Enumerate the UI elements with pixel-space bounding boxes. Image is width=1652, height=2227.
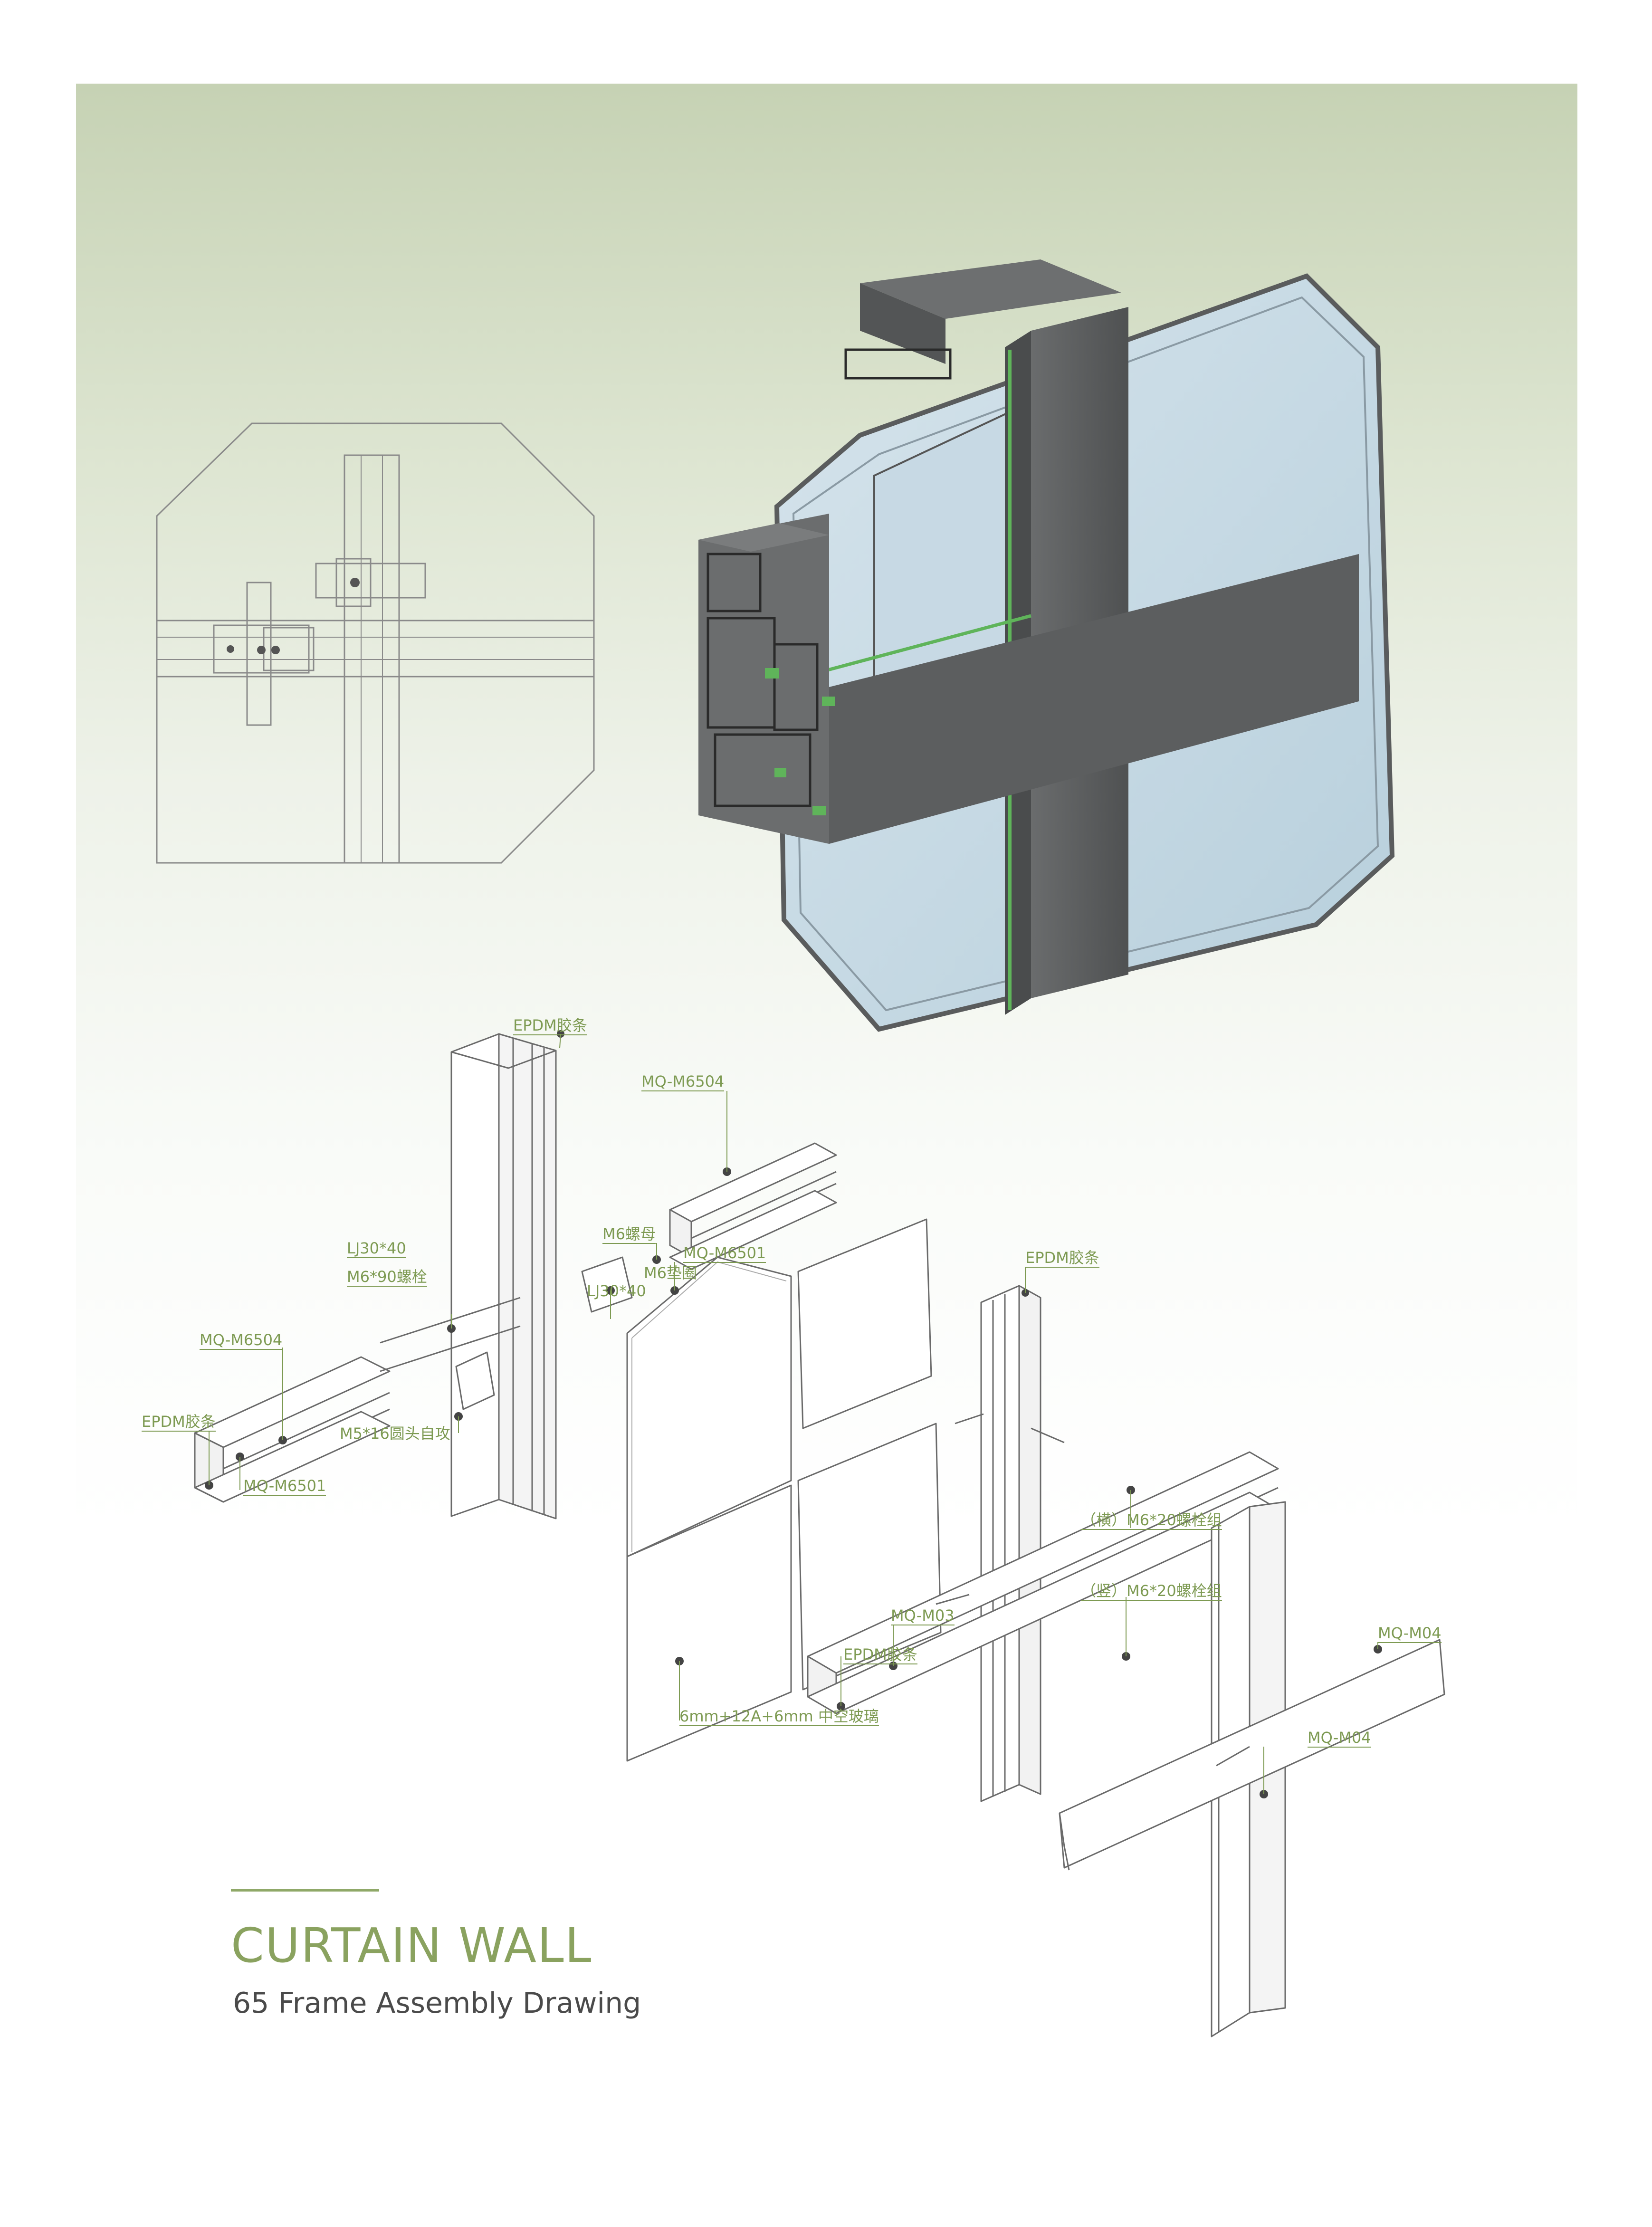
label-epdm-top: EPDM胶条 xyxy=(513,1016,587,1035)
label-bolt-vertical: （竖）M6*20螺栓组 xyxy=(1081,1582,1222,1601)
label-lj30-left: LJ30*40 xyxy=(347,1239,406,1258)
label-m6-washer: M6垫圈 xyxy=(644,1264,697,1282)
label-mq-m6504-left: MQ-M6504 xyxy=(200,1331,283,1350)
label-mq-m6501-left: MQ-M6501 xyxy=(243,1477,326,1496)
page-subtitle: 65 Frame Assembly Drawing xyxy=(233,1987,641,2020)
page-title: CURTAIN WALL xyxy=(231,1918,592,1973)
label-epdm-bottom: EPDM胶条 xyxy=(843,1645,917,1664)
label-lj30-right: LJ30*40 xyxy=(587,1282,646,1300)
label-bolt-horizontal: （横）M6*20螺栓组 xyxy=(1081,1511,1222,1530)
plan-drawing xyxy=(156,422,595,864)
page-background: EPDM胶条 MQ-M6504 M6螺母 MQ-M6501 M6垫圈 LJ30*… xyxy=(76,84,1577,2150)
label-epdm-left: EPDM胶条 xyxy=(142,1413,216,1432)
isometric-render xyxy=(698,259,1395,1032)
label-epdm-mid: EPDM胶条 xyxy=(1025,1249,1099,1268)
label-m6-nut: M6螺母 xyxy=(602,1225,656,1244)
label-mq-m03: MQ-M03 xyxy=(891,1606,955,1625)
label-glass-spec: 6mm+12A+6mm 中空玻璃 xyxy=(679,1707,879,1726)
exploded-assembly xyxy=(194,1030,1445,2037)
label-mq-m04-bottom: MQ-M04 xyxy=(1308,1729,1371,1748)
label-m5-screw: M5*16圆头自攻 xyxy=(340,1424,450,1443)
label-mq-m6501-top: MQ-M6501 xyxy=(683,1244,766,1263)
label-mq-m04-right: MQ-M04 xyxy=(1378,1624,1442,1643)
label-mq-m6504-top: MQ-M6504 xyxy=(641,1072,725,1091)
label-m6-bolt-90: M6*90螺栓 xyxy=(347,1268,427,1287)
title-rule xyxy=(231,1889,379,1892)
